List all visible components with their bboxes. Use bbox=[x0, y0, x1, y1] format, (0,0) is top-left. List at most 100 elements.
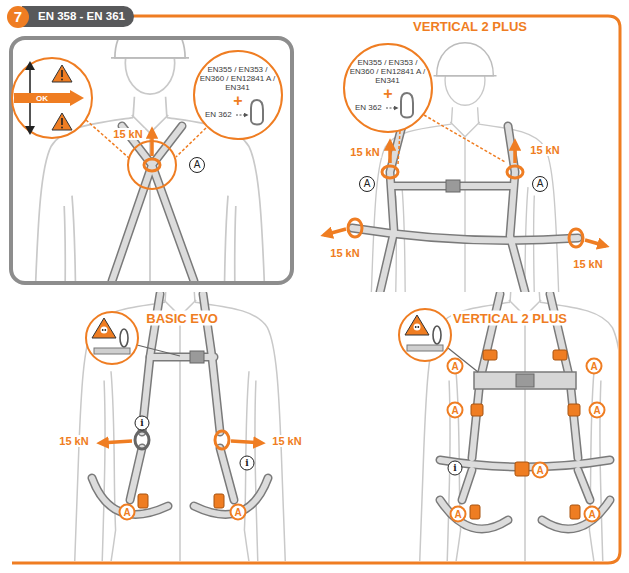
warning-callout bbox=[86, 312, 138, 364]
load-arrow bbox=[324, 229, 346, 235]
ok-arrow bbox=[14, 93, 72, 103]
panel-heading: BASIC EVO bbox=[144, 311, 220, 326]
callout-ground bbox=[194, 51, 282, 139]
callout-letter: A bbox=[189, 157, 205, 173]
panel-heading: VERTICAL 2 PLUS bbox=[411, 19, 529, 34]
buckle bbox=[483, 350, 497, 360]
hip-ring bbox=[348, 219, 362, 237]
body bbox=[74, 292, 286, 561]
buckle bbox=[446, 180, 460, 192]
load-arrow bbox=[150, 130, 154, 156]
standard-text: EN355 / EN353 / EN360 / EN12841 A / EN34… bbox=[349, 58, 426, 85]
strap-detail bbox=[94, 348, 130, 354]
panel-heading: VERTICAL 2 PLUS bbox=[451, 311, 569, 326]
callout-letter: A bbox=[119, 504, 136, 521]
skull-eye bbox=[104, 329, 106, 331]
warning-dot bbox=[61, 127, 63, 129]
skull bbox=[414, 324, 421, 331]
ok-arrowhead bbox=[70, 90, 84, 106]
carabiner bbox=[433, 326, 441, 344]
buckle bbox=[568, 404, 580, 416]
strap-outline bbox=[112, 126, 194, 281]
buckle bbox=[190, 351, 204, 363]
warning-triangle bbox=[52, 65, 72, 82]
load-rating: 15 kN bbox=[571, 258, 604, 270]
warning-mark bbox=[61, 70, 63, 77]
up-arrow bbox=[25, 61, 35, 70]
leg-buckle bbox=[214, 494, 224, 508]
carabiner bbox=[120, 329, 128, 347]
dashed-arrow bbox=[236, 115, 247, 116]
skull-eye bbox=[415, 326, 417, 328]
carabiner bbox=[401, 93, 413, 118]
callout-letter: A bbox=[230, 504, 247, 521]
standard-text: EN 362 bbox=[205, 110, 232, 119]
info-mark: i bbox=[448, 461, 463, 476]
danger-triangle bbox=[405, 315, 429, 335]
info-mark: i bbox=[135, 416, 150, 431]
warning-callout bbox=[399, 309, 451, 361]
buckle bbox=[553, 350, 567, 360]
load-rating: 15 kN bbox=[111, 128, 144, 140]
title-band: EN 358 - EN 361 bbox=[22, 6, 134, 27]
callout-letter: A bbox=[359, 176, 375, 192]
bottom-figures bbox=[74, 292, 618, 561]
callout-letter: A bbox=[447, 402, 464, 419]
hip-ring bbox=[569, 229, 583, 247]
info-mark: i bbox=[240, 456, 255, 471]
dashed-arrow bbox=[386, 108, 397, 109]
danger-triangle bbox=[92, 318, 116, 338]
load-arrow bbox=[513, 142, 517, 163]
load-rating: 15 kN bbox=[348, 146, 381, 158]
leg-buckle bbox=[470, 505, 480, 519]
standard-text: EN 362 bbox=[355, 103, 382, 112]
load-arrow bbox=[388, 142, 392, 163]
callout-ground bbox=[344, 44, 432, 132]
strap-fill bbox=[440, 294, 610, 529]
callout-letter: A bbox=[447, 358, 464, 375]
buckle bbox=[516, 374, 534, 387]
strap-fill bbox=[112, 126, 194, 281]
warning-triangle bbox=[52, 113, 72, 130]
strap-fill bbox=[352, 126, 578, 292]
section-frame bbox=[12, 16, 620, 563]
warning-mark bbox=[61, 118, 63, 125]
side-ring bbox=[215, 431, 229, 449]
section-number: 7 bbox=[7, 6, 29, 28]
skull-eye bbox=[417, 326, 419, 328]
leader-line bbox=[398, 131, 400, 164]
chest-ring bbox=[382, 166, 398, 178]
load-rating: 15 kN bbox=[528, 144, 561, 156]
load-rating: 15 kN bbox=[57, 435, 90, 447]
down-arrow bbox=[25, 126, 35, 135]
load-arrow bbox=[100, 441, 132, 443]
callout-letter: A bbox=[532, 176, 548, 192]
carabiner bbox=[251, 100, 263, 125]
head bbox=[111, 40, 189, 94]
callout-letter: A bbox=[450, 506, 467, 523]
standard-callout: EN355 / EN353 / EN360 / EN12841 A / EN34… bbox=[343, 43, 433, 133]
strap-outline bbox=[440, 294, 610, 529]
skull bbox=[101, 327, 108, 334]
load-arrow bbox=[231, 441, 262, 443]
standard-text: EN355 / EN353 / EN360 / EN12841 A / EN34… bbox=[199, 65, 276, 92]
callout-letter: A bbox=[532, 462, 549, 479]
leader-line bbox=[176, 128, 206, 157]
buckle bbox=[471, 404, 483, 416]
callout-letter: A bbox=[589, 402, 606, 419]
buckle bbox=[515, 462, 529, 476]
load-rating: 15 kN bbox=[270, 435, 303, 447]
plus-sign: + bbox=[195, 93, 281, 109]
leader-line bbox=[137, 345, 180, 356]
strap-outline bbox=[352, 126, 578, 292]
leg-buckle bbox=[570, 505, 580, 519]
load-arrow bbox=[585, 240, 606, 246]
chest-ring bbox=[507, 166, 523, 178]
skull-eye bbox=[102, 329, 104, 331]
detail-circle bbox=[12, 58, 92, 138]
figure bbox=[74, 292, 286, 561]
side-loop bbox=[135, 431, 149, 449]
chest-strap bbox=[474, 372, 576, 389]
